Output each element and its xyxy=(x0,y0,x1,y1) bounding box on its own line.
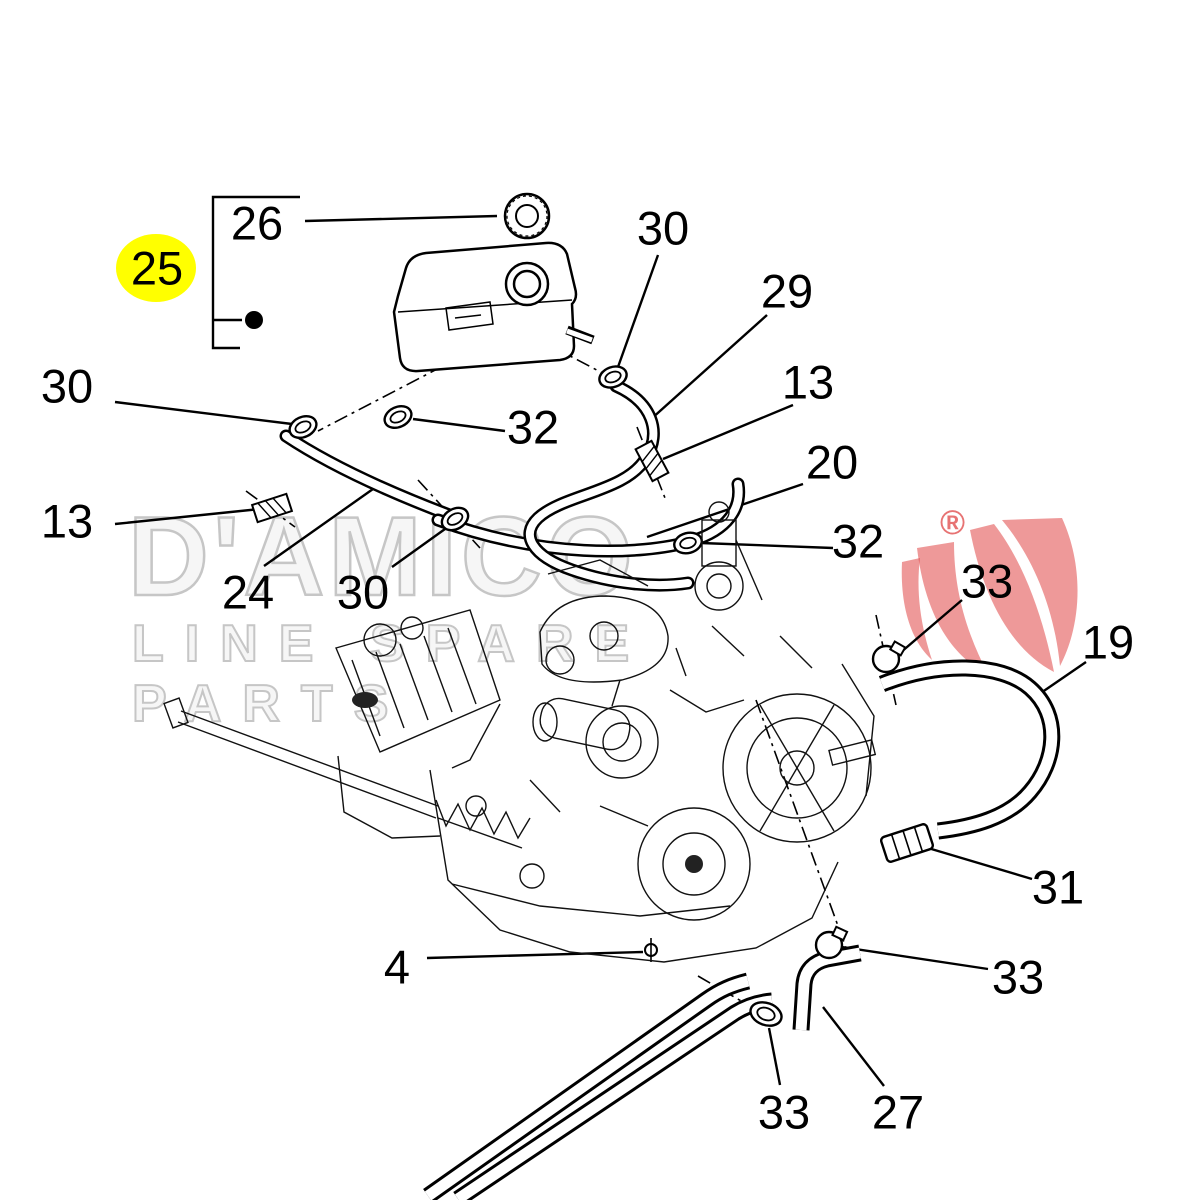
callout-25-highlighted: 25 xyxy=(130,241,184,295)
bolt-4 xyxy=(644,938,658,962)
clip-13-left xyxy=(250,492,294,524)
clamp-30-left xyxy=(288,414,318,440)
callout-30-top: 30 xyxy=(636,201,690,255)
callout-33-top: 33 xyxy=(960,554,1014,608)
callout-20: 20 xyxy=(805,435,859,489)
callout-4: 4 xyxy=(383,940,411,994)
hose-20 xyxy=(431,477,746,558)
callout-32-right: 32 xyxy=(831,514,885,568)
clip-13-right xyxy=(634,439,670,483)
callout-29: 29 xyxy=(760,264,814,318)
hose-29 xyxy=(523,379,695,592)
callout-24: 24 xyxy=(221,565,275,619)
callout-33-right: 33 xyxy=(991,950,1045,1004)
callout-30-left: 30 xyxy=(40,359,94,413)
callout-27: 27 xyxy=(871,1085,925,1139)
callout-33-bottom: 33 xyxy=(757,1085,811,1139)
callout-32-center: 32 xyxy=(506,400,560,454)
ring-33-bottom xyxy=(749,1001,783,1027)
clamp-32-right xyxy=(673,531,703,555)
bullet-dot xyxy=(245,311,263,329)
hose-19 xyxy=(878,659,1061,840)
callout-31: 31 xyxy=(1031,860,1085,914)
expansion-tank xyxy=(392,241,595,373)
clamp-30-mid xyxy=(440,506,470,532)
filler-cap xyxy=(503,192,551,240)
callout-26: 26 xyxy=(230,196,284,250)
clamp-33-mid xyxy=(814,925,849,960)
callout-13-right: 13 xyxy=(781,355,835,409)
fitting-31 xyxy=(879,823,935,863)
hose-24 xyxy=(279,429,459,523)
engine-assembly xyxy=(163,501,877,963)
callout-13-left: 13 xyxy=(40,494,94,548)
clamp-30-top xyxy=(598,365,628,389)
registered-trademark-icon: ® xyxy=(940,504,966,542)
highlight-circle-25 xyxy=(116,234,196,302)
callout-19: 19 xyxy=(1081,615,1135,669)
coolant-pipes-4 xyxy=(423,972,773,1200)
leader-lines xyxy=(114,195,1087,1087)
clamp-32-left xyxy=(383,404,413,430)
callout-30-mid: 30 xyxy=(336,565,390,619)
clamp-33-top xyxy=(871,640,907,674)
